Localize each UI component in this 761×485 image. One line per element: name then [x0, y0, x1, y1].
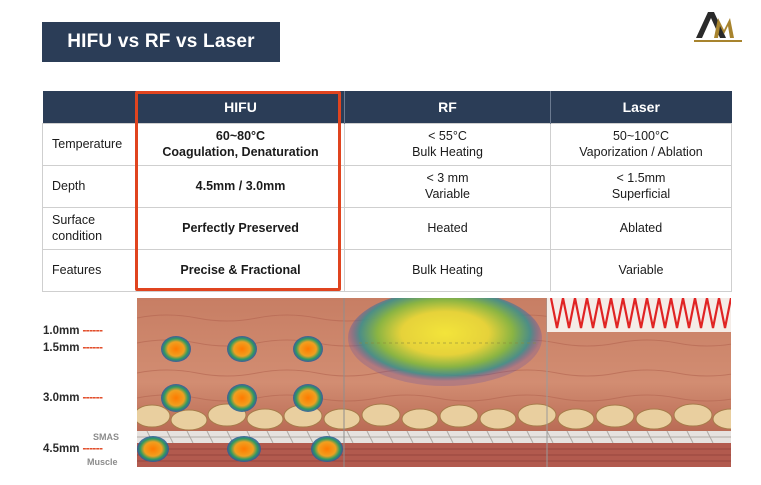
depth-dash: ------ [82, 325, 103, 337]
header-rf: RF [344, 91, 551, 124]
header-laser: Laser [550, 91, 732, 124]
depth-value: 3.0mm [43, 392, 80, 404]
row-label: Features [42, 249, 137, 292]
cell-rf: Heated [344, 207, 551, 250]
cell-laser: Ablated [550, 207, 732, 250]
depth-value: 4.5mm [43, 443, 80, 455]
hifu-highlight-frame [135, 91, 341, 291]
depth-label-4-5mm: 4.5mm ------ [43, 443, 103, 455]
page-title: HIFU vs RF vs Laser [42, 22, 280, 62]
cell-laser: 50~100°C Vaporization / Ablation [550, 123, 732, 166]
table-row: Temperature 60~80°C Coagulation, Denatur… [42, 123, 732, 166]
smas-label: SMAS [93, 432, 120, 442]
depth-label-3mm: 3.0mm ------ [43, 392, 103, 404]
cell-line: condition [52, 228, 103, 243]
header-hifu: HIFU [136, 91, 345, 124]
laser-ablation-spikes [547, 298, 731, 332]
cell-line: Vaporization / Ablation [579, 144, 703, 159]
row-label: Temperature [42, 123, 137, 166]
cell-rf: < 55°C Bulk Heating [344, 123, 551, 166]
cell-line: 50~100°C [612, 128, 670, 143]
cell-line: < 55°C [428, 128, 467, 143]
table-row: Features Precise & Fractional Bulk Heati… [42, 249, 732, 292]
cell-laser: < 1.5mm Superficial [550, 165, 732, 208]
brand-logo [692, 6, 744, 46]
depth-dash: ------ [82, 392, 103, 404]
cell-line: < 1.5mm [616, 170, 666, 185]
cell-hifu: 60~80°C Coagulation, Denaturation [136, 123, 345, 166]
table-row: Surface condition Perfectly Preserved He… [42, 207, 732, 250]
cell-line: Variable [425, 186, 470, 201]
table-header-row: HIFU RF Laser [42, 91, 732, 124]
cell-line: Coagulation, Denaturation [162, 144, 319, 159]
cell-line: 60~80°C [215, 128, 266, 143]
cell-laser: Variable [550, 249, 732, 292]
cell-line: Surface [52, 212, 96, 227]
depth-label-1-5mm: 1.5mm ------ [43, 342, 103, 354]
header-blank [42, 91, 137, 124]
row-label: Depth [42, 165, 137, 208]
depth-value: 1.0mm [43, 325, 80, 337]
depth-dash: ------ [82, 443, 103, 455]
skin-cross-section-illustration [137, 298, 731, 467]
cell-line: Bulk Heating [412, 144, 483, 159]
cell-line: < 3 mm [426, 170, 469, 185]
table-row: Depth 4.5mm / 3.0mm < 3 mm Variable < 1.… [42, 165, 732, 208]
cell-rf: < 3 mm Variable [344, 165, 551, 208]
hifu-thermal-points [137, 336, 343, 462]
depth-dash: ------ [82, 342, 103, 354]
cell-line: Superficial [611, 186, 671, 201]
row-label: Surface condition [42, 207, 137, 250]
depth-label-1mm: 1.0mm ------ [43, 325, 103, 337]
cell-rf: Bulk Heating [344, 249, 551, 292]
muscle-label: Muscle [87, 457, 118, 467]
comparison-table: HIFU RF Laser Temperature 60~80°C Coagul… [42, 91, 732, 292]
cell-hifu: Precise & Fractional [136, 249, 345, 292]
cell-hifu: 4.5mm / 3.0mm [136, 165, 345, 208]
depth-value: 1.5mm [43, 342, 80, 354]
